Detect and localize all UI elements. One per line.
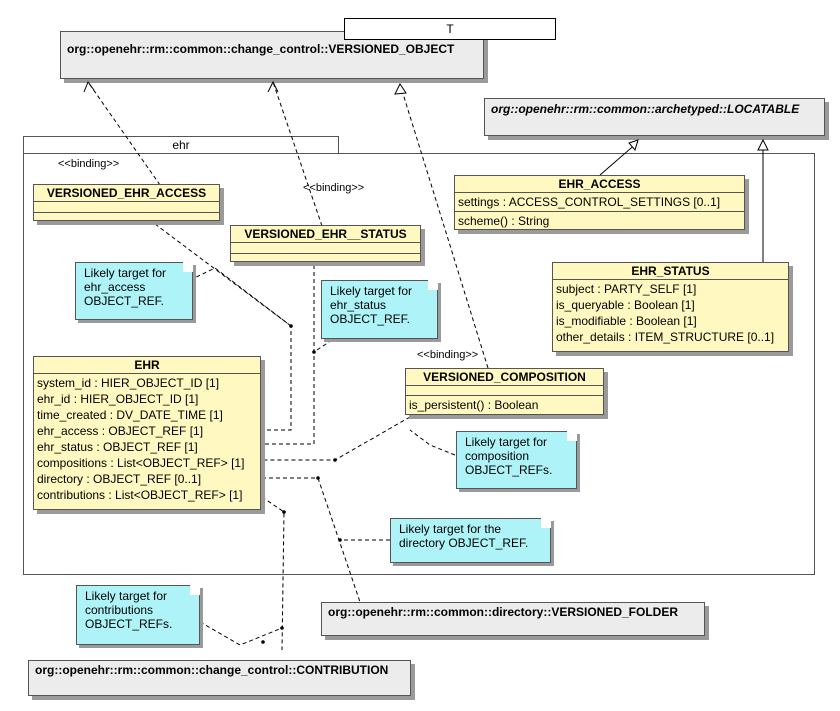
package-name: ehr — [172, 138, 190, 152]
note-line: Likely target for — [465, 435, 548, 449]
attribute-row: subject : PARTY_SELF [1] — [556, 282, 697, 296]
note-ehr-access-anchor — [189, 267, 292, 327]
contribution-label: org::openehr::rm::common::change_control… — [35, 663, 389, 677]
junction-dots — [261, 324, 342, 644]
note-fold — [567, 431, 577, 441]
stereotype-label: <<binding>> — [303, 182, 365, 194]
versioned-folder-label: org::openehr::rm::common::directory::VER… — [328, 605, 679, 619]
class-attributes — [231, 243, 420, 254]
ehr-access-dependency — [154, 223, 292, 431]
note-line: OBJECT_REF. — [330, 312, 411, 326]
class-name: EHR_STATUS — [553, 263, 788, 280]
note-contributions: Likely target for contributions OBJECT_R… — [76, 585, 200, 645]
attribute-row: contributions : List<OBJECT_REF> [1] — [37, 488, 243, 502]
arrowhead-ehr-access — [83, 80, 95, 93]
note-line: OBJECT_REFs. — [85, 617, 173, 631]
arrowhead-composition — [394, 83, 407, 95]
stereotype-composition: <<binding>> — [417, 349, 478, 361]
note-contributions-anchor — [199, 621, 283, 646]
ehr-access-generalization — [599, 141, 639, 176]
ehr-class[interactable]: EHR system_id : HIER_OBJECT_ID [1] ehr_i… — [33, 356, 261, 510]
class-name: EHR_ACCESS — [455, 176, 744, 193]
generalization-triangle-ehr-access — [628, 139, 639, 152]
attribute-row: compositions : List<OBJECT_REF> [1] — [37, 456, 245, 470]
ehr-status-dependency — [262, 265, 315, 445]
generalization-triangle-ehr-status — [757, 138, 769, 151]
attribute-row: time_created : DV_DATE_TIME [1] — [37, 408, 223, 422]
class-attributes: settings : ACCESS_CONTROL_SETTINGS [0..1… — [455, 193, 744, 212]
versioned-object-label: org::openehr::rm::common::change_control… — [67, 42, 455, 56]
attribute-row: other_details : ITEM_STRUCTURE [0..1] — [556, 330, 775, 344]
template-parameter: T — [344, 18, 556, 40]
note-line: composition — [465, 449, 530, 463]
note-ehr-status-anchor — [313, 339, 333, 353]
note-line: contributions — [85, 603, 154, 617]
note-fold — [190, 585, 200, 595]
stereotype-label: <<binding>> — [58, 158, 120, 170]
locatable-label: org::openehr::rm::common::archetyped::LO… — [491, 102, 800, 116]
template-parameter-label: T — [446, 22, 454, 36]
locatable-class[interactable]: org::openehr::rm::common::archetyped::LO… — [484, 98, 825, 136]
class-operations — [34, 213, 219, 221]
note-line: Likely target for the — [399, 522, 502, 536]
note-fold — [183, 262, 193, 272]
note-line: ehr_access — [84, 280, 146, 294]
operation-row: is_persistent() : Boolean — [409, 398, 539, 412]
arrowhead-ehr-status — [267, 80, 279, 93]
package-tab: ehr — [23, 136, 339, 154]
note-line: Likely target for — [85, 589, 168, 603]
operation-row: scheme() : String — [458, 214, 550, 228]
class-name: VERSIONED_COMPOSITION — [406, 369, 603, 386]
note-composition-anchor — [409, 429, 456, 456]
note-line: Likely target for — [84, 266, 167, 280]
class-attributes: subject : PARTY_SELF [1] is_queryable : … — [553, 280, 788, 346]
attribute-row: ehr_id : HIER_OBJECT_ID [1] — [37, 392, 199, 406]
versioned-ehr-access-class[interactable]: VERSIONED_EHR_ACCESS — [33, 184, 220, 221]
class-operations: is_persistent() : Boolean — [406, 396, 603, 414]
note-fold — [541, 518, 551, 528]
attribute-row: is_queryable : Boolean [1] — [556, 298, 695, 312]
note-line: OBJECT_REFs. — [465, 463, 553, 477]
note-ehr-access: Likely target for ehr_access OBJECT_REF. — [75, 262, 193, 320]
ehr-access-class[interactable]: EHR_ACCESS settings : ACCESS_CONTROL_SET… — [454, 175, 745, 230]
contribution-class[interactable]: org::openehr::rm::common::change_control… — [28, 660, 411, 696]
stereotype-ehr-status: <<binding>> — [303, 182, 364, 194]
class-name: VERSIONED_EHR__STATUS — [231, 226, 420, 243]
note-line: ehr_status — [330, 298, 387, 312]
binding-composition-line — [399, 83, 489, 369]
stereotype-label: <<binding>> — [417, 349, 479, 361]
versioned-folder-class[interactable]: org::openehr::rm::common::directory::VER… — [321, 602, 705, 636]
attribute-row: settings : ACCESS_CONTROL_SETTINGS [0..1… — [458, 195, 721, 209]
ehr-status-class[interactable]: EHR_STATUS subject : PARTY_SELF [1] is_q… — [552, 262, 789, 352]
class-name: VERSIONED_EHR_ACCESS — [34, 185, 219, 202]
attribute-row: ehr_status : OBJECT_REF [1] — [37, 440, 198, 454]
note-directory: Likely target for the directory OBJECT_R… — [390, 518, 551, 563]
note-line: Likely target for — [330, 284, 413, 298]
attribute-row: directory : OBJECT_REF [0..1] — [37, 472, 202, 486]
note-line: OBJECT_REF. — [84, 294, 165, 308]
class-attributes — [406, 386, 603, 396]
note-fold — [428, 280, 438, 290]
attribute-row: ehr_access : OBJECT_REF [1] — [37, 424, 204, 438]
note-line: directory OBJECT_REF. — [399, 536, 529, 550]
class-attributes: system_id : HIER_OBJECT_ID [1] ehr_id : … — [34, 374, 260, 504]
class-name: EHR — [34, 357, 260, 374]
compositions-dependency — [262, 416, 411, 461]
contributions-dependency — [261, 496, 285, 651]
stereotype-ehr-access: <<binding>> — [58, 158, 119, 170]
class-operations — [231, 254, 420, 262]
attribute-row: system_id : HIER_OBJECT_ID [1] — [37, 376, 220, 390]
note-composition: Likely target for composition OBJECT_REF… — [456, 431, 577, 489]
versioned-composition-class[interactable]: VERSIONED_COMPOSITION is_persistent() : … — [405, 368, 604, 415]
binding-ehr-status-line — [272, 81, 323, 227]
versioned-ehr-status-class[interactable]: VERSIONED_EHR__STATUS — [230, 225, 421, 262]
note-ehr-status: Likely target for ehr_status OBJECT_REF. — [321, 280, 438, 339]
class-operations: scheme() : String — [455, 212, 744, 230]
class-attributes — [34, 202, 219, 213]
attribute-row: is_modifiable : Boolean [1] — [556, 314, 697, 328]
